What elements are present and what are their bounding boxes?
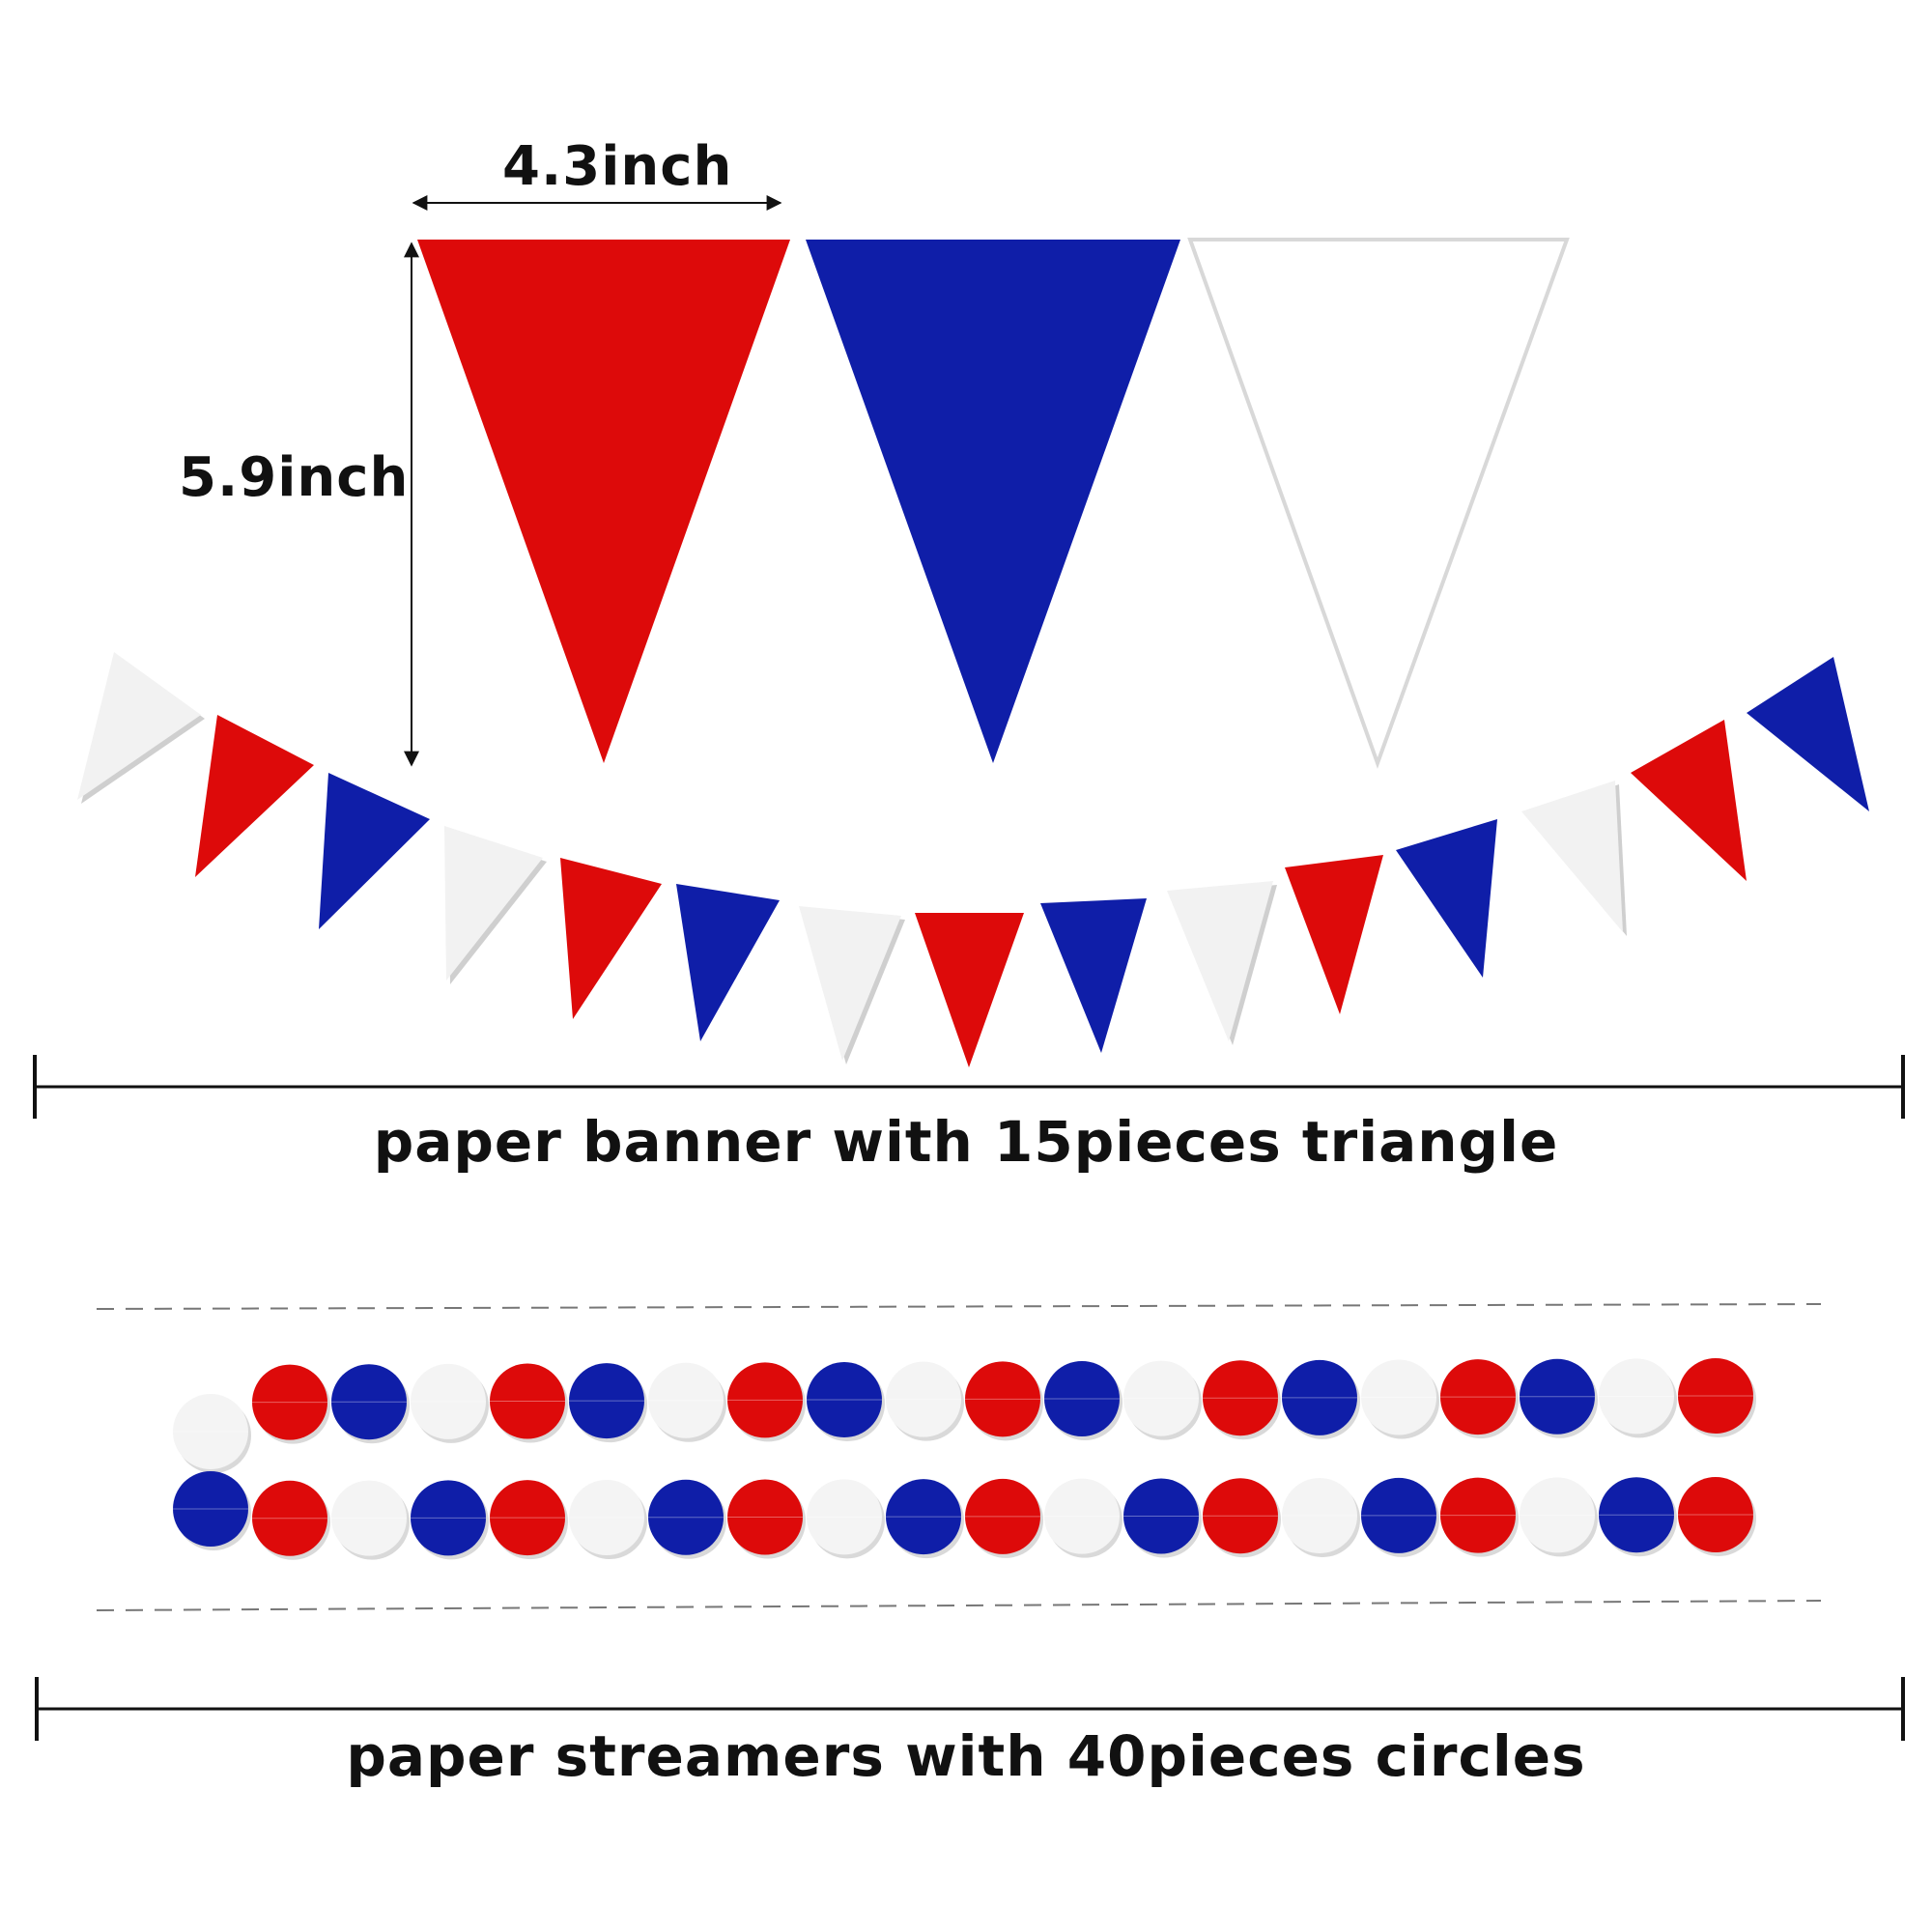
pennant-white <box>1167 881 1273 1041</box>
pennant-blue <box>1040 898 1147 1053</box>
row1-circle-red <box>965 1361 1040 1437</box>
row1-circle-white <box>411 1363 486 1439</box>
row1-circle-red <box>727 1362 803 1438</box>
row1-circle-blue <box>1520 1358 1595 1435</box>
pennant-blue <box>676 884 780 1041</box>
row2-circle-blue <box>1123 1478 1199 1554</box>
streamer-guides <box>96 1303 1822 1611</box>
row1-circle-blue <box>569 1363 644 1439</box>
row1-circle-white <box>173 1394 248 1469</box>
pennant-white <box>77 652 201 800</box>
row2-circle-red <box>727 1479 803 1555</box>
pennant-red <box>1285 855 1383 1014</box>
circle-streamers <box>173 1358 1756 1560</box>
large-pennant-white <box>1187 238 1570 769</box>
row2-circle-blue <box>886 1479 961 1555</box>
large-pennant-blue <box>806 240 1180 763</box>
row1-circle-blue <box>807 1362 882 1438</box>
row2-circle-red <box>965 1478 1040 1554</box>
banner-length-bar <box>33 1055 1905 1119</box>
row2-circle-white <box>1520 1477 1595 1553</box>
row2-circle-white <box>807 1479 882 1555</box>
dimension-arrows <box>404 195 782 767</box>
pennant-white <box>444 826 543 980</box>
pennant-white <box>1521 781 1623 932</box>
row2-circle-red <box>1203 1478 1278 1554</box>
row1-circle-blue <box>331 1364 407 1440</box>
pennant-blue <box>1396 819 1497 978</box>
row1-circle-red <box>1678 1358 1753 1434</box>
row2-circle-red <box>1678 1477 1753 1552</box>
row2-circle-blue <box>411 1480 486 1556</box>
pennant-white <box>799 906 901 1061</box>
banner-caption: paper banner with 15pieces triangle <box>373 1109 1559 1175</box>
row1-circle-red <box>1440 1359 1516 1435</box>
row1-circle-blue <box>1044 1360 1120 1436</box>
pennant-red <box>560 858 662 1019</box>
streamer-caption: paper streamers with 40pieces circles <box>346 1723 1586 1789</box>
large-pennants <box>417 238 1570 769</box>
row2-circle-red <box>252 1480 327 1556</box>
row1-circle-white <box>1123 1360 1199 1436</box>
pennant-red <box>915 913 1024 1067</box>
row2-circle-blue <box>173 1471 248 1547</box>
large-pennant-red <box>417 240 790 763</box>
row2-circle-blue <box>1599 1477 1674 1553</box>
row1-circle-white <box>1361 1359 1436 1435</box>
row2-circle-blue <box>648 1479 724 1555</box>
row1-circle-red <box>490 1363 565 1439</box>
row1-circle-white <box>1599 1358 1674 1435</box>
row2-circle-red <box>1440 1477 1516 1553</box>
row2-circle-red <box>490 1480 565 1556</box>
pennant-blue <box>319 773 430 929</box>
pennant-blue <box>1747 657 1869 811</box>
streamer-length-bar <box>35 1677 1905 1741</box>
row2-circle-blue <box>1361 1477 1436 1553</box>
row1-circle-blue <box>1282 1359 1357 1435</box>
row2-circle-white <box>331 1480 407 1556</box>
row2-circle-white <box>1044 1478 1120 1554</box>
row2-circle-white <box>569 1479 644 1555</box>
width-dimension-label: 4.3inch <box>502 135 733 198</box>
row1-circle-red <box>1203 1360 1278 1436</box>
row1-circle-white <box>648 1362 724 1438</box>
row1-circle-white <box>886 1361 961 1437</box>
height-dimension-label: 5.9inch <box>179 446 410 509</box>
pennant-string <box>77 652 1869 1067</box>
row2-circle-white <box>1282 1478 1357 1554</box>
pennant-red <box>1631 720 1747 881</box>
row1-circle-red <box>252 1364 327 1440</box>
pennant-red <box>195 715 314 877</box>
